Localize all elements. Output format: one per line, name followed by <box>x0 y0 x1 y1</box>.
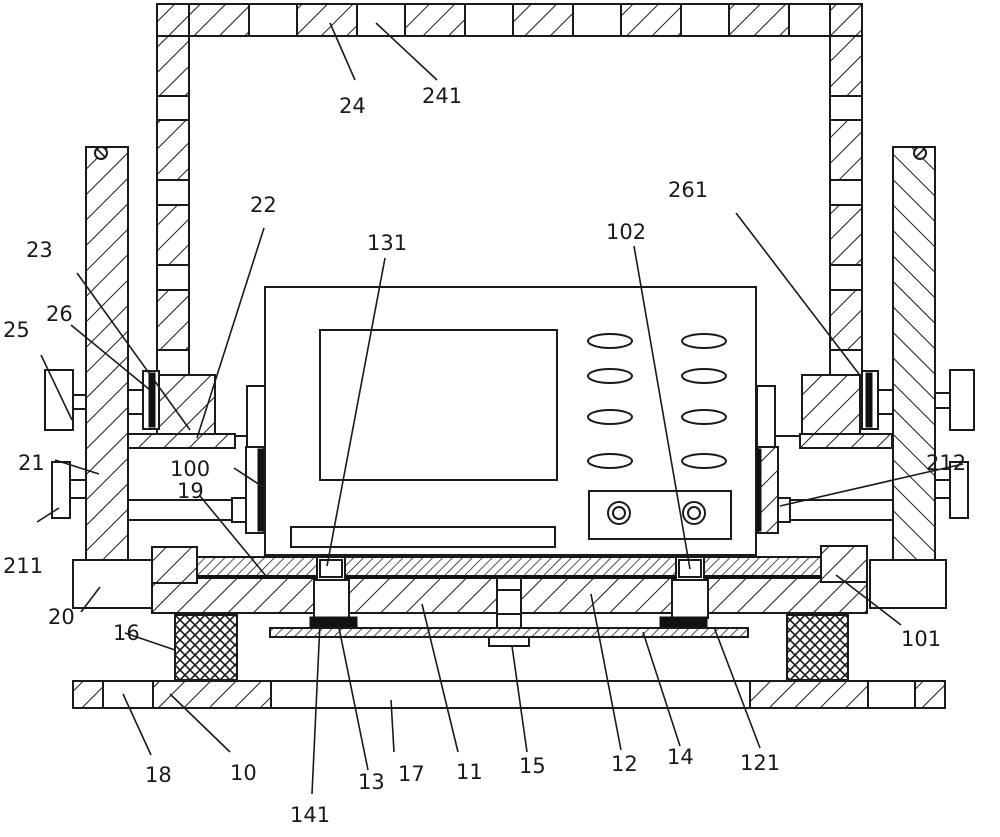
base-plate <box>72 680 946 709</box>
label-16: 16 <box>113 621 140 645</box>
reference-labels: 24 241 22 261 23 131 102 26 25 21 100 21… <box>3 84 966 827</box>
left-frame-wall <box>156 35 190 379</box>
label-14: 14 <box>667 745 694 769</box>
device-body <box>264 286 757 556</box>
label-19: 19 <box>177 479 204 503</box>
label-18: 18 <box>145 763 172 787</box>
leader-lines <box>36 22 964 795</box>
label-11: 11 <box>456 760 483 784</box>
label-23: 23 <box>26 238 53 262</box>
label-241: 241 <box>422 84 462 108</box>
right-side-plate <box>892 146 936 598</box>
lower-plate <box>269 627 749 638</box>
left-pad <box>246 385 266 450</box>
label-26: 26 <box>46 302 73 326</box>
label-211: 211 <box>3 554 43 578</box>
right-nut <box>659 616 708 628</box>
left-side-plate <box>85 146 129 598</box>
left-l-bracket <box>124 374 236 449</box>
right-frame-wall <box>829 35 863 379</box>
label-24: 24 <box>339 94 366 118</box>
label-102: 102 <box>606 220 646 244</box>
right-upper-knob <box>861 369 975 431</box>
right-l-bracket <box>799 374 893 449</box>
label-100: 100 <box>170 457 210 481</box>
label-17: 17 <box>398 762 425 786</box>
left-nut <box>309 616 358 628</box>
right-damper <box>786 614 849 681</box>
center-shaft <box>488 577 530 647</box>
label-25: 25 <box>3 318 30 342</box>
left-upper-knob <box>44 369 160 431</box>
label-15: 15 <box>519 754 546 778</box>
left-slider <box>313 556 350 619</box>
device-buttons <box>587 333 727 469</box>
label-131: 131 <box>367 231 407 255</box>
right-frame-20 <box>869 559 947 609</box>
label-20: 20 <box>48 605 75 629</box>
label-21: 21 <box>18 451 45 475</box>
label-121: 121 <box>740 751 780 775</box>
right-pad <box>756 385 776 450</box>
label-101: 101 <box>901 627 941 651</box>
left-damper <box>174 614 238 681</box>
label-261: 261 <box>668 178 708 202</box>
label-212: 212 <box>926 451 966 475</box>
left-frame-20 <box>72 559 154 609</box>
label-22: 22 <box>250 193 277 217</box>
label-10: 10 <box>230 761 257 785</box>
left-lower-rod <box>51 446 265 534</box>
right-lower-rod <box>755 446 969 534</box>
top-frame <box>156 3 863 37</box>
label-141: 141 <box>290 803 330 827</box>
label-13: 13 <box>358 770 385 794</box>
label-12: 12 <box>611 752 638 776</box>
